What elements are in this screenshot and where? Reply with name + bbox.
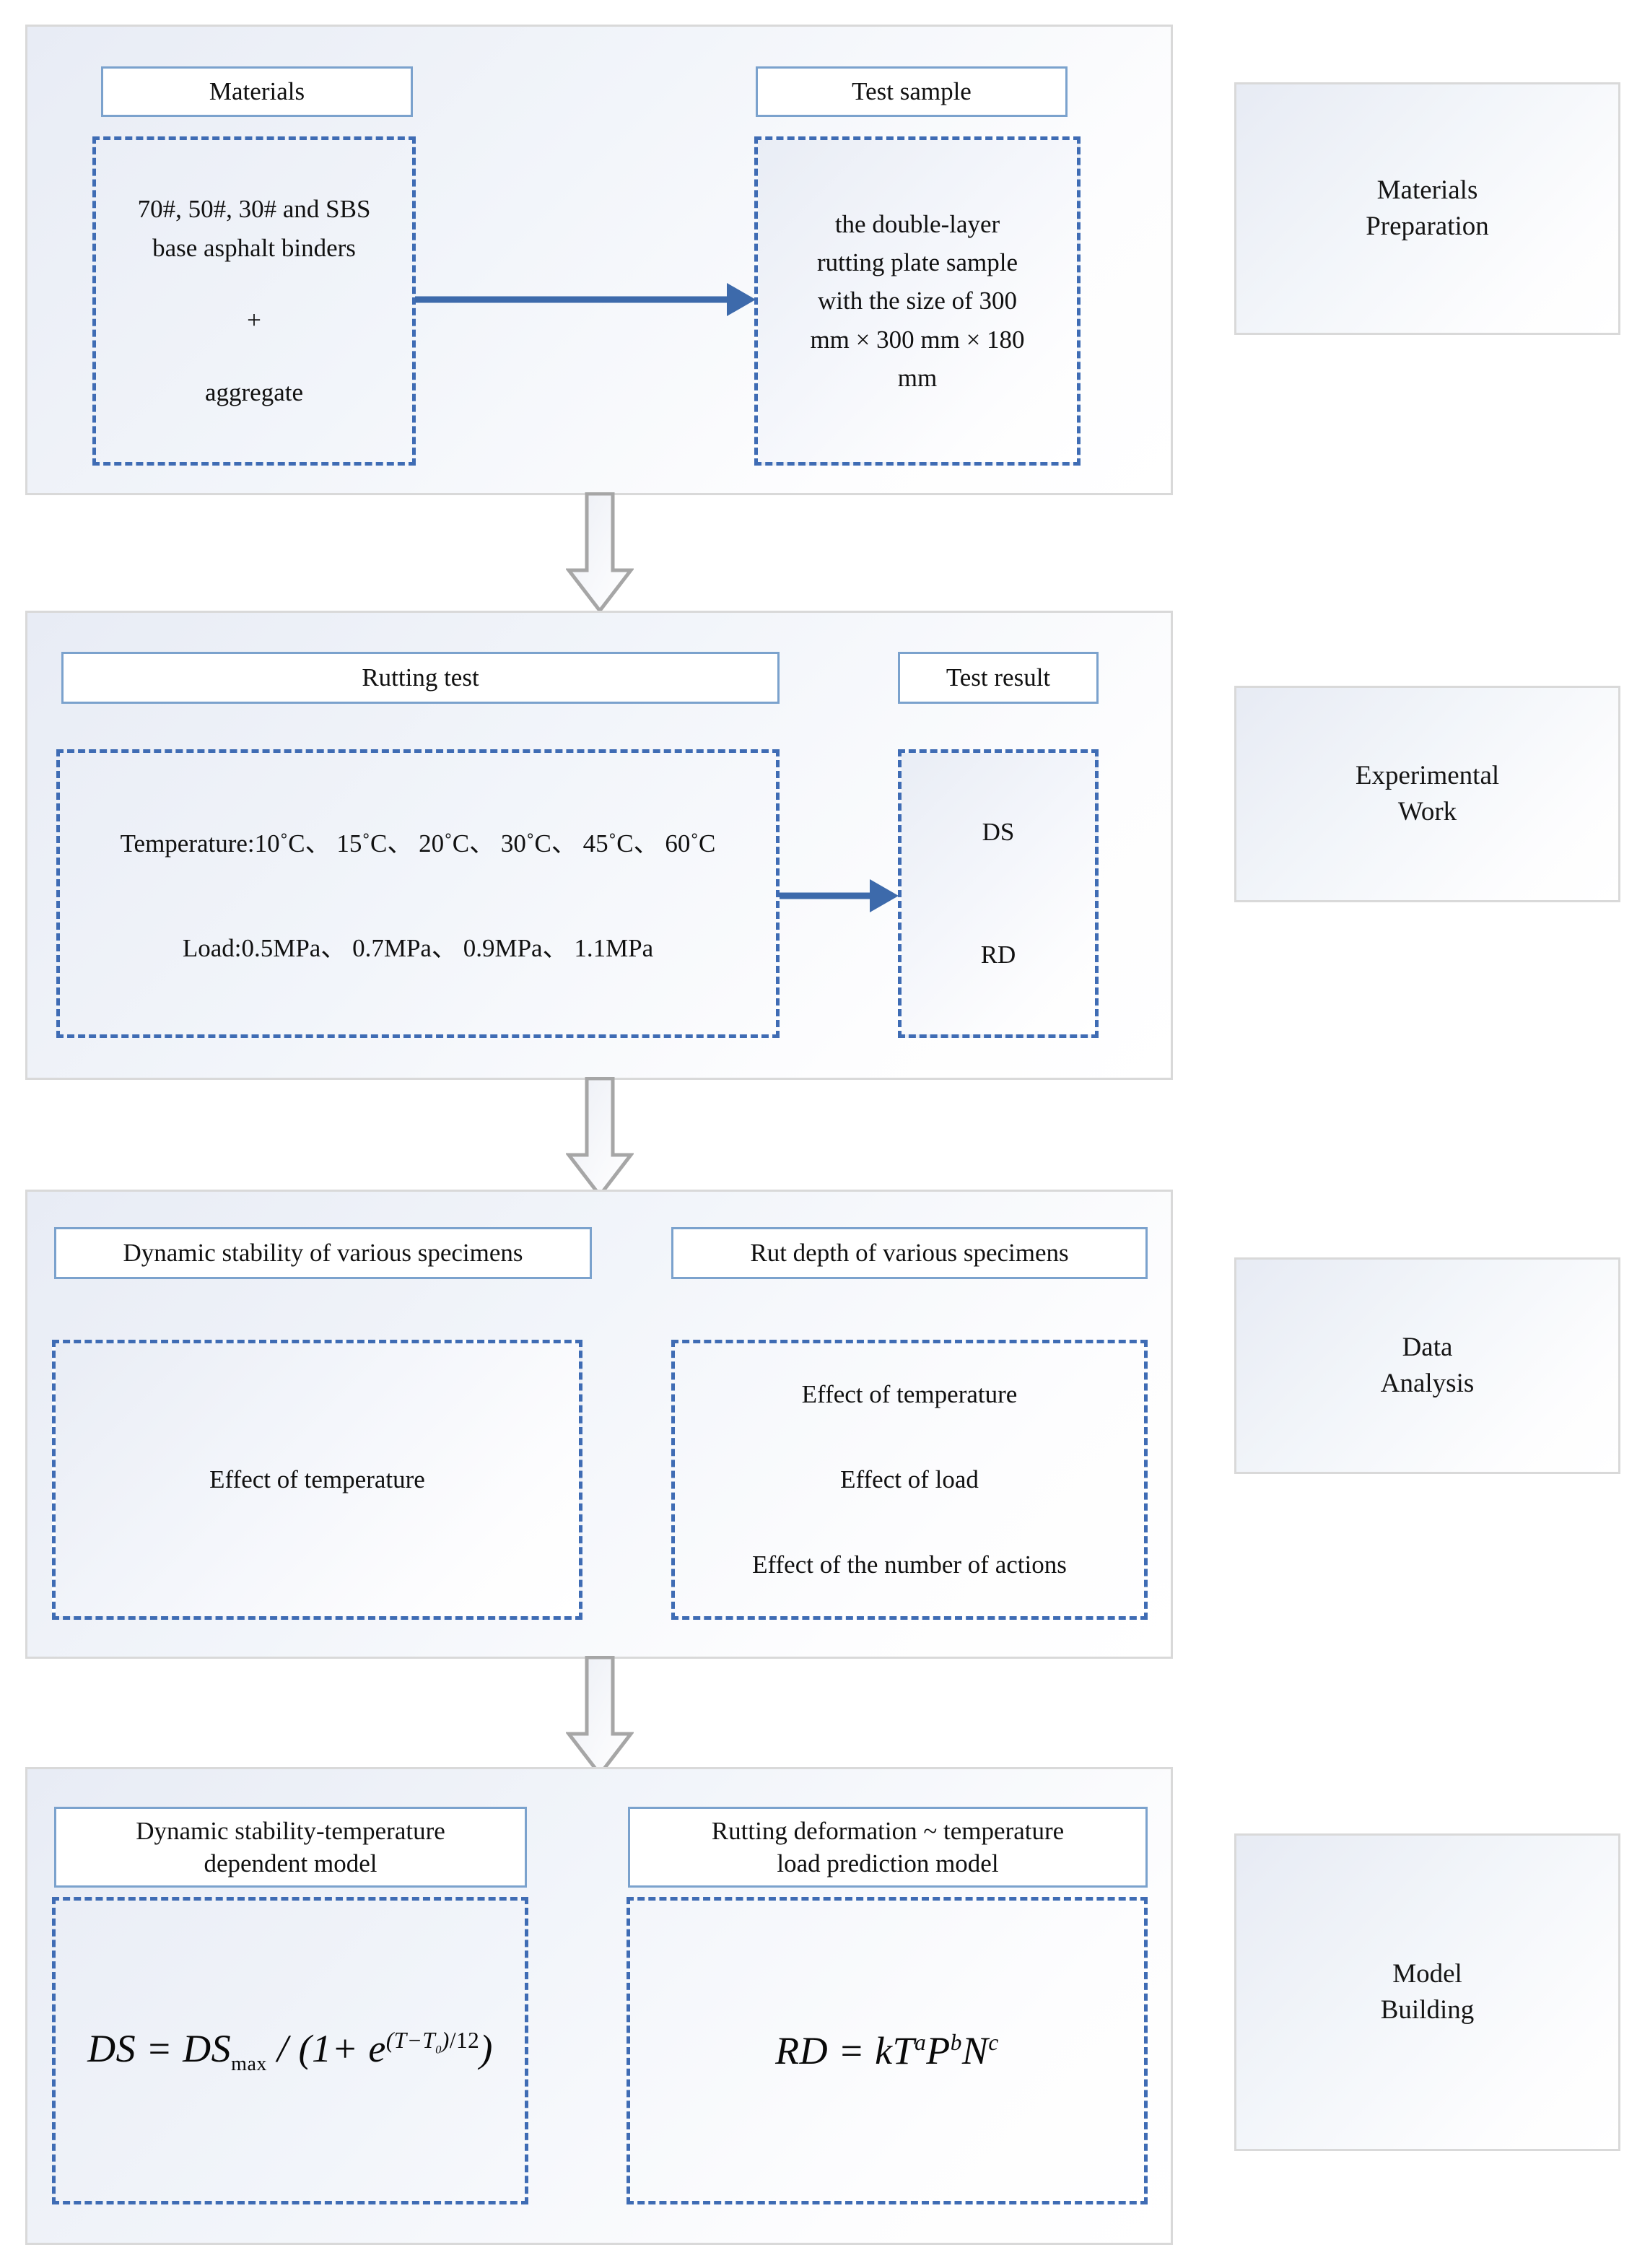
arrow-rutting-to-result (780, 879, 899, 912)
content-box-test-sample: the double-layer rutting plate sample wi… (754, 136, 1081, 466)
materials-line-3: + (247, 306, 261, 334)
header-box-test-sample: Test sample (756, 66, 1068, 117)
header-label-rd-temp-load-model: Rutting deformation ~ temperature load p… (711, 1816, 1065, 1878)
test-sample-line-5: mm (897, 363, 938, 392)
header-box-rut-depth: Rut depth of various specimens (671, 1227, 1148, 1279)
header-label-test-sample: Test sample (852, 77, 972, 106)
test-result-line-ds: DS (982, 818, 1015, 846)
test-sample-line-3: with the size of 300 (817, 287, 1018, 315)
content-box-ds-formula: DS = DSmax / (1+ e(T−T0)/12) (52, 1897, 528, 2204)
arrow-down-stage2-to-stage3 (566, 1077, 634, 1198)
header-label-materials: Materials (209, 77, 305, 106)
header-label-test-result: Test result (946, 663, 1051, 692)
stage-label-text-1: Materials Preparation (1366, 175, 1489, 241)
rutting-test-line-2: Load:0.5MPa、 0.7MPa、 0.9MPa、 1.1MPa (182, 934, 654, 962)
stage-label-experimental-work: Experimental Work (1234, 686, 1620, 902)
rut-depth-line-3: Effect of the number of actions (752, 1550, 1067, 1579)
test-sample-line-1: the double-layer (834, 210, 1000, 239)
stage-label-model-building: Model Building (1234, 1833, 1620, 2151)
header-label-rutting-test: Rutting test (362, 663, 479, 692)
stage-label-materials-preparation: Materials Preparation (1234, 82, 1620, 335)
content-box-rd-formula: RD = kTaPbNc (627, 1897, 1148, 2204)
content-box-dynamic-stability: Effect of temperature (52, 1340, 582, 1620)
arrow-materials-to-test-sample (415, 283, 756, 316)
rutting-test-line-1: Temperature:10˚C、 15˚C、 20˚C、 30˚C、 45˚C… (120, 829, 716, 858)
arrow-down-stage1-to-stage2 (566, 492, 634, 614)
stage-label-text-2: Experimental Work (1355, 761, 1500, 826)
header-box-rd-temp-load-model: Rutting deformation ~ temperature load p… (628, 1807, 1148, 1888)
header-box-test-result: Test result (898, 652, 1099, 704)
stage-label-text-4: Model Building (1380, 1959, 1475, 2025)
content-box-rut-depth: Effect of temperature Effect of load Eff… (671, 1340, 1148, 1620)
header-label-rut-depth: Rut depth of various specimens (750, 1239, 1069, 1268)
dynamic-stability-line-1: Effect of temperature (209, 1465, 425, 1493)
content-box-rutting-test: Temperature:10˚C、 15˚C、 20˚C、 30˚C、 45˚C… (56, 749, 780, 1038)
header-box-ds-temp-model: Dynamic stability-temperature dependent … (54, 1807, 527, 1888)
materials-line-1: 70#, 50#, 30# and SBS (137, 194, 371, 223)
header-box-materials: Materials (101, 66, 413, 117)
test-sample-line-2: rutting plate sample (817, 248, 1018, 277)
header-label-dynamic-stability: Dynamic stability of various specimens (123, 1239, 523, 1268)
materials-line-4: aggregate (204, 378, 304, 407)
formula-ds: DS = DSmax / (1+ e(T−T0)/12) (87, 2026, 493, 2075)
header-box-rutting-test: Rutting test (61, 652, 780, 704)
formula-rd: RD = kTaPbNc (775, 2029, 999, 2072)
header-label-ds-temp-model: Dynamic stability-temperature dependent … (136, 1816, 445, 1878)
stage-label-data-analysis: Data Analysis (1234, 1257, 1620, 1474)
content-box-test-result: DS RD (898, 749, 1099, 1038)
arrow-down-stage3-to-stage4 (566, 1656, 634, 1777)
test-sample-line-4: mm × 300 mm × 180 (810, 325, 1025, 354)
stage-label-text-3: Data Analysis (1380, 1333, 1475, 1398)
rut-depth-line-1: Effect of temperature (801, 1380, 1018, 1408)
rut-depth-line-2: Effect of load (840, 1465, 979, 1493)
test-result-line-rd: RD (980, 941, 1016, 969)
content-box-materials: 70#, 50#, 30# and SBS base asphalt binde… (92, 136, 416, 466)
materials-line-2: base asphalt binders (152, 233, 356, 262)
header-box-dynamic-stability: Dynamic stability of various specimens (54, 1227, 592, 1279)
